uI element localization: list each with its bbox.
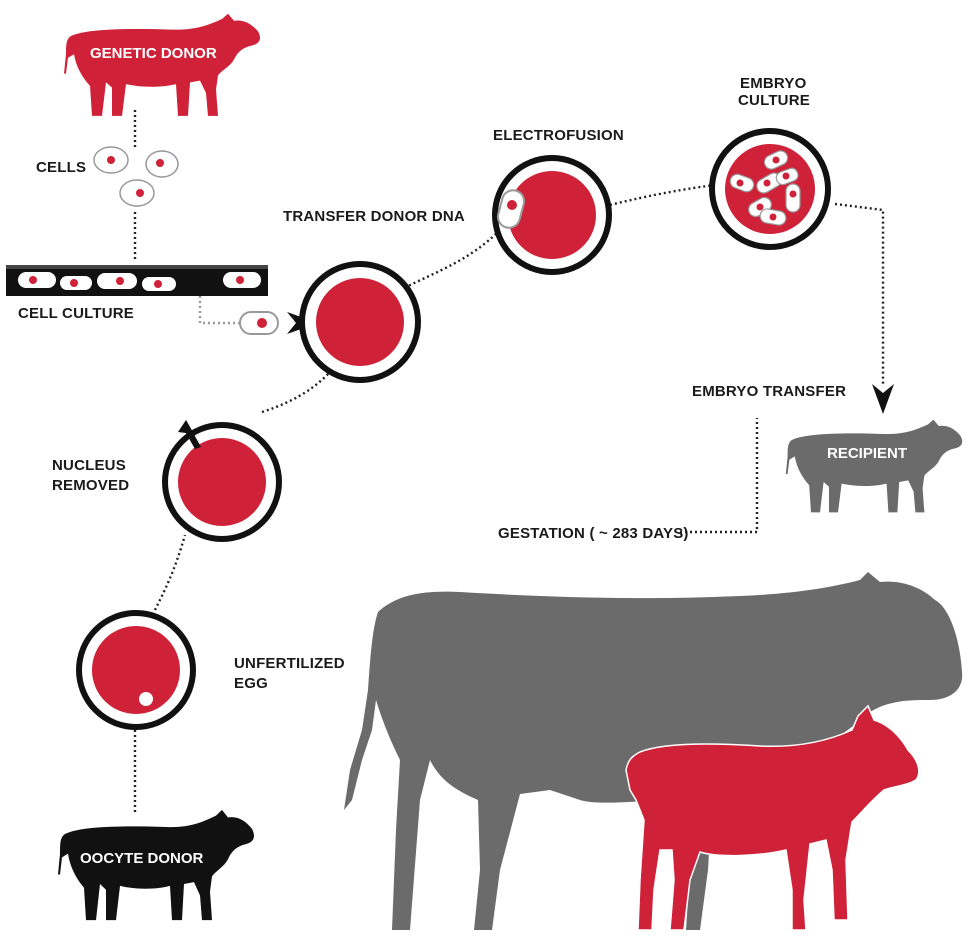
gestation-label: GESTATION ( ~ 283 DAYS) [498,525,689,542]
genetic-donor-label: GENETIC DONOR [90,45,217,62]
connector-egg-to-nucleus [155,535,185,610]
nucleus-removed-stage: NUCLEUS REMOVED [52,420,279,539]
cell-nucleus [156,159,164,167]
transfer-donor-dna-label: TRANSFER DONOR DNA [283,208,465,225]
cow-silhouette-icon [786,420,962,513]
cell-nucleus [507,200,517,210]
cell-culture-dish: CELL CULTURE [6,265,268,322]
cow-silhouette-icon [64,14,260,116]
genetic-donor-cow: GENETIC DONOR [64,14,260,116]
embryo-culture-label-line1: EMBRYO [740,75,807,92]
oocyte-donor-label: OOCYTE DONOR [80,850,204,867]
nucleus-removed-label-line2: REMOVED [52,477,129,494]
cell-culture-label: CELL CULTURE [18,305,134,322]
cell-nucleus [257,318,267,328]
nucleus-removed-label-line1: NUCLEUS [52,457,126,474]
connector-culture-to-recipient [835,204,883,385]
electrofusion-label: ELECTROFUSION [493,127,624,144]
recipient-cow: RECIPIENT [786,420,962,513]
egg-cytoplasm [316,278,404,366]
embryo-culture-label-line2: CULTURE [738,92,810,109]
embryo-culture-stage: EMBRYO CULTURE [712,75,828,247]
unfertilized-egg-label-line2: EGG [234,675,268,692]
egg-nucleus [139,692,153,706]
embryo-transfer-label: EMBRYO TRANSFER [692,383,846,400]
unfertilized-egg-stage: UNFERTILIZED EGG [79,613,345,727]
connector-culture-to-cell [200,296,240,323]
cells-label: CELLS [36,159,86,176]
recipient-label: RECIPIENT [827,445,907,462]
unfertilized-egg-label-line1: UNFERTILIZED [234,655,345,672]
egg-cytoplasm [178,438,266,526]
arrow-down-icon [872,384,894,414]
connector-transfer-to-fusion [400,230,500,290]
electrofusion-stage: ELECTROFUSION [493,127,624,272]
transfer-donor-dna-stage: TRANSFER DONOR DNA [283,208,465,380]
connector-fusion-to-culture [610,185,715,205]
connector-gestation [680,418,757,532]
cells-group: CELLS [36,147,178,206]
egg-cytoplasm [92,626,180,714]
oocyte-donor-cow: OOCYTE DONOR [58,810,254,920]
cell-nucleus [136,189,144,197]
cell-nucleus [107,156,115,164]
